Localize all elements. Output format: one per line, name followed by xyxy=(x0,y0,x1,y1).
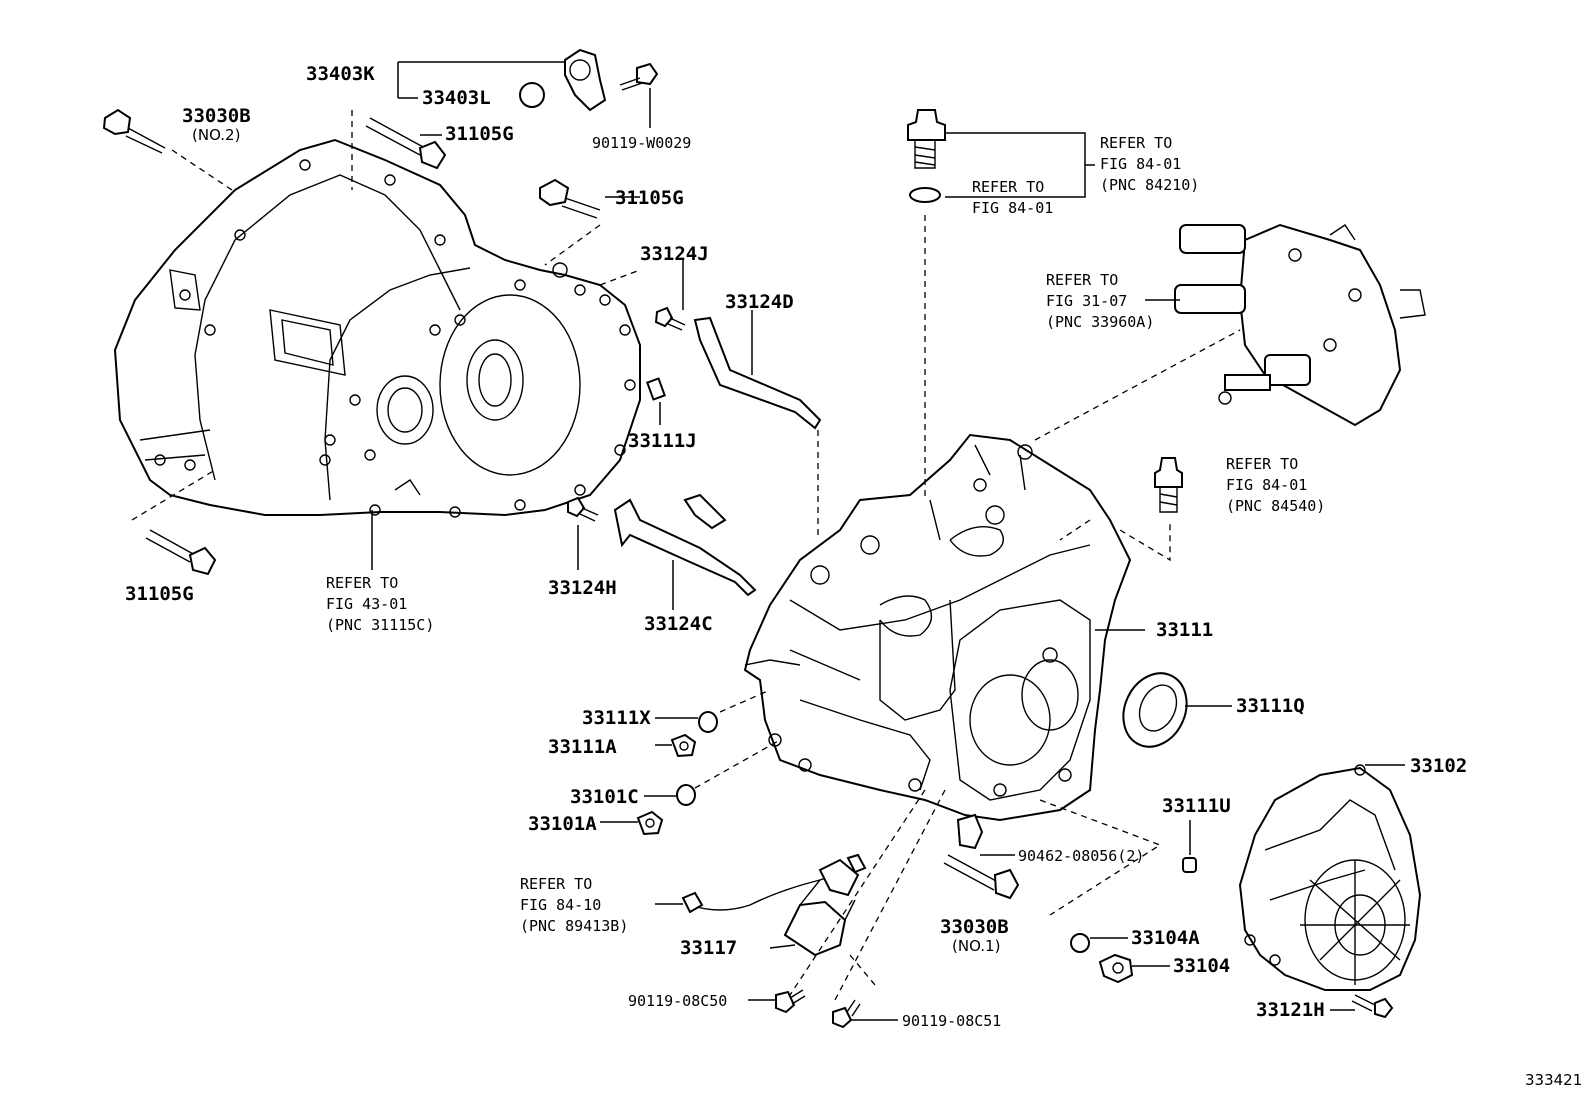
ref-84540[interactable]: REFER TO FIG 84-01 (PNC 84540) xyxy=(1226,455,1325,515)
label-33104[interactable]: 33104 xyxy=(1173,955,1230,977)
oil-seal-33111q-part xyxy=(1122,672,1188,748)
label-31105g-a[interactable]: 31105G xyxy=(445,123,514,145)
bolt-90119-w0029-part xyxy=(619,62,659,91)
label-33030b-no1-sub: (NO.1) xyxy=(952,937,1000,955)
bolt-31105g-a-part xyxy=(365,117,447,170)
plug-33101a-part xyxy=(636,810,664,836)
fork-33124c-part xyxy=(613,498,757,597)
shift-actuator-part xyxy=(1174,223,1426,427)
bolt-33121h-part xyxy=(1351,994,1394,1019)
switch-84210-part xyxy=(907,109,946,169)
label-33030b-no2[interactable]: 33030B xyxy=(182,105,251,127)
leader-lines xyxy=(131,61,1405,1021)
plug-33111u-part xyxy=(1182,857,1197,873)
label-33117[interactable]: 33117 xyxy=(680,937,737,959)
label-33124j[interactable]: 33124J xyxy=(640,243,709,265)
label-33124c[interactable]: 33124C xyxy=(644,613,713,635)
label-33111j[interactable]: 33111J xyxy=(628,430,697,452)
label-31105g-b[interactable]: 31105G xyxy=(615,187,684,209)
label-33111a[interactable]: 33111A xyxy=(548,736,617,758)
bolt-33124j-part xyxy=(654,306,686,331)
bolt-31105g-b-part xyxy=(539,178,601,219)
label-33111q[interactable]: 33111Q xyxy=(1236,695,1305,717)
sensor-33117-part xyxy=(681,853,867,957)
label-33030b-no1[interactable]: 33030B xyxy=(940,916,1009,938)
ref-8401-gasket[interactable]: REFER TO FIG 84-01 xyxy=(972,178,1053,217)
gasket-33111x-part xyxy=(698,711,718,733)
label-33030b-no2-sub: (NO.2) xyxy=(192,126,240,144)
image-code: 333421 xyxy=(1525,1071,1582,1089)
bolt-33030b-no1-part xyxy=(943,854,1020,900)
ref-31115c[interactable]: REFER TO FIG 43-01 (PNC 31115C) xyxy=(326,574,434,634)
label-90119-08c50[interactable]: 90119-08C50 xyxy=(628,992,727,1010)
gasket-33104a-part xyxy=(1070,933,1090,953)
label-33124h[interactable]: 33124H xyxy=(548,577,617,599)
label-33111[interactable]: 33111 xyxy=(1156,619,1213,641)
clip-90462-part xyxy=(956,813,984,850)
switch-84540-part xyxy=(1154,457,1183,513)
bolt-33030b-no2-part xyxy=(102,108,166,154)
ref-33960a[interactable]: REFER TO FIG 31-07 (PNC 33960A) xyxy=(1046,271,1154,331)
label-33101c[interactable]: 33101C xyxy=(570,786,639,808)
ref-84210[interactable]: REFER TO FIG 84-01 (PNC 84210) xyxy=(1100,134,1199,194)
gasket-8401-part xyxy=(909,187,941,203)
transmission-case-part xyxy=(743,433,1132,822)
label-90119-w0029[interactable]: 90119-W0029 xyxy=(592,134,691,152)
label-33121h[interactable]: 33121H xyxy=(1256,999,1325,1021)
bolt-33124h-part xyxy=(567,496,599,522)
label-90462-08056[interactable]: 90462-08056(2) xyxy=(1018,847,1144,865)
label-90119-08c51[interactable]: 90119-08C51 xyxy=(902,1012,1001,1030)
bolt-90119-08c50-part xyxy=(775,989,806,1014)
bracket-33403k-part xyxy=(564,48,607,112)
part-labels: 33403K 33403L 90119-W0029 33030B (NO.2) … xyxy=(125,63,1582,1089)
cap-33403l-part xyxy=(519,82,545,108)
label-33102[interactable]: 33102 xyxy=(1410,755,1467,777)
plug-33111a-part xyxy=(670,733,697,758)
label-33104a[interactable]: 33104A xyxy=(1131,927,1200,949)
label-31105g-c[interactable]: 31105G xyxy=(125,583,194,605)
clutch-housing-part xyxy=(113,138,641,518)
label-33101a[interactable]: 33101A xyxy=(528,813,597,835)
plug-33104-part xyxy=(1098,953,1134,984)
case-cover-part xyxy=(1238,764,1422,991)
fork-33124c-tab-part xyxy=(683,493,727,530)
label-33124d[interactable]: 33124D xyxy=(725,291,794,313)
label-33111u[interactable]: 33111U xyxy=(1162,795,1231,817)
bolt-31105g-c-part xyxy=(145,529,217,576)
bolt-90119-08c51-part xyxy=(832,999,861,1029)
gasket-33101c-part xyxy=(676,784,696,806)
pin-33111j-part xyxy=(646,377,666,401)
rail-33124d-part xyxy=(693,316,822,430)
label-33403l[interactable]: 33403L xyxy=(422,87,491,109)
label-33403k[interactable]: 33403K xyxy=(306,63,375,85)
ref-89413b[interactable]: REFER TO FIG 84-10 (PNC 89413B) xyxy=(520,875,628,935)
label-33111x[interactable]: 33111X xyxy=(582,707,651,729)
